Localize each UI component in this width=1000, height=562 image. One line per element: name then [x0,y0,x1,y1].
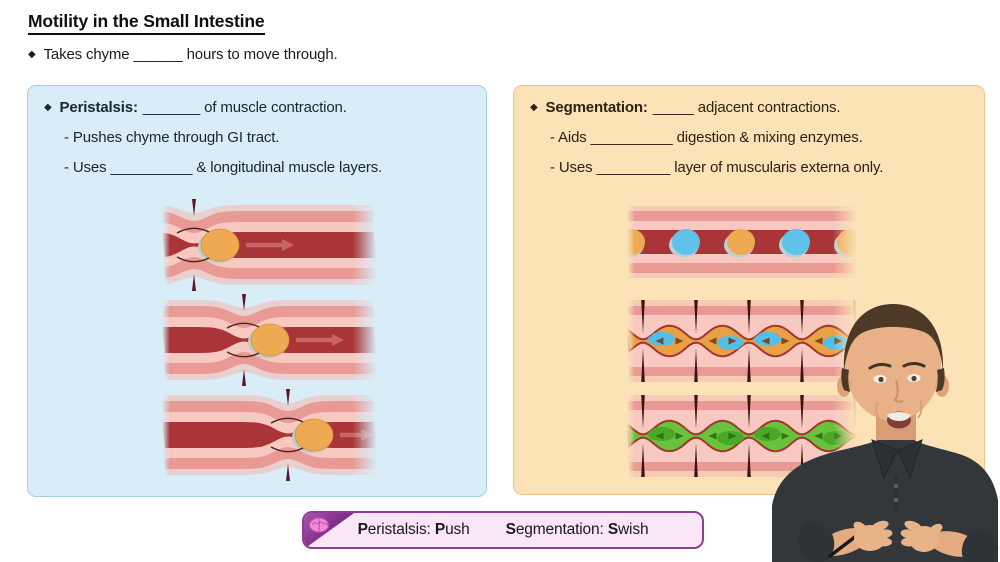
brain-icon [309,517,329,533]
presenter-video-overlay [772,304,999,562]
peristalsis-heading: ◆ Peristalsis:_______ of muscle contracti… [44,99,347,116]
peristalsis-diagram-stage-3 [162,389,377,481]
peristalsis-panel: ◆ Peristalsis:_______ of muscle contracti… [27,85,487,497]
peristalsis-definition: _______ of muscle contraction. [142,99,347,116]
diamond-bullet-icon: ◆ [530,102,538,113]
intro-text: Takes chyme ______ hours to move through… [43,46,338,63]
page-title: Motility in the Small Intestine [28,11,265,35]
segmentation-panel: ◆ Segmentation:_____ adjacent contraction… [513,85,985,495]
peristalsis-diagram-stage-1 [162,199,377,291]
segmentation-point-2: - Uses _________ layer of muscularis ext… [550,159,884,176]
segmentation-term: Segmentation: [545,99,648,116]
mnemonic-corner-ribbon [304,513,354,547]
peristalsis-term: Peristalsis: [59,99,138,116]
presenter-head [837,304,949,461]
segmentation-diagram-stage-1 [627,202,857,282]
intro-line: ◆ Takes chyme ______ hours to move throug… [28,46,338,63]
segmentation-heading: ◆ Segmentation:_____ adjacent contraction… [530,99,841,116]
peristalsis-point-1: - Pushes chyme through GI tract. [64,129,280,146]
diamond-bullet-icon: ◆ [44,102,52,113]
peristalsis-point-2: - Uses __________ & longitudinal muscle … [64,159,383,176]
mnemonic-segmentation: Segmentation: Swish [505,521,649,538]
presenter-hands [797,520,999,562]
segmentation-diagram-stage-2 [627,296,857,386]
segmentation-diagram-stage-3 [627,391,857,481]
mnemonic-peristalsis: Peristalsis: Push [357,521,470,538]
segmentation-definition: _____ adjacent contractions. [652,99,841,116]
diamond-bullet-icon: ◆ [28,49,36,60]
mnemonic-box: Peristalsis: Push Segmentation: Swish [302,511,704,549]
peristalsis-diagram-stage-2 [162,294,377,386]
segmentation-point-1: - Aids __________ digestion & mixing enz… [550,129,863,146]
